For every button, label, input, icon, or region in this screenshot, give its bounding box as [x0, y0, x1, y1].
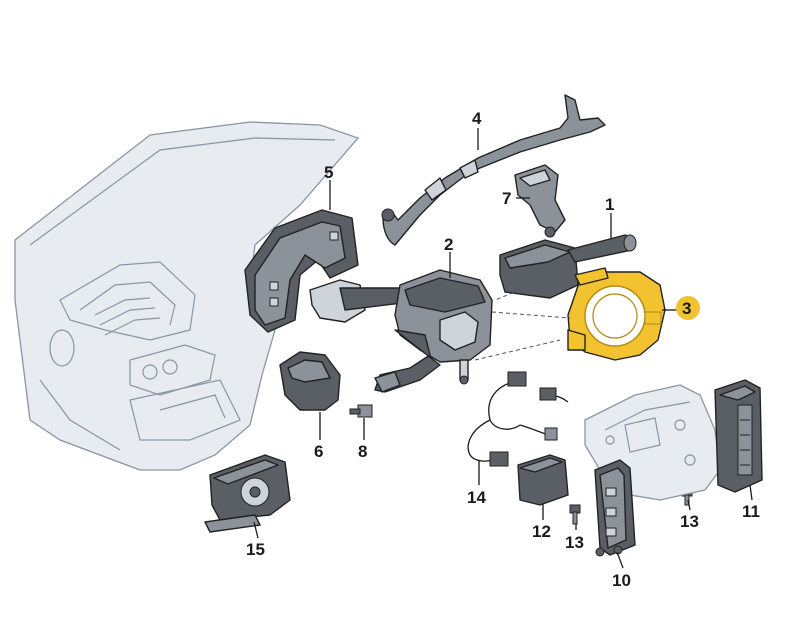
part-10-switch-module — [594, 459, 636, 557]
label-part-6: 6 — [314, 442, 323, 461]
label-part-12: 12 — [532, 522, 551, 541]
label-part-13a: 13 — [565, 533, 584, 552]
part-14-wiring-harness — [467, 371, 569, 467]
label-part-14: 14 — [467, 488, 486, 507]
label-part-11: 11 — [742, 502, 760, 521]
label-part-4: 4 — [472, 109, 482, 128]
dashboard-panel — [14, 121, 360, 471]
part-3-clock-spring — [567, 267, 666, 361]
part-12-control-unit — [517, 454, 569, 506]
part-labels: 1 2 3 4 5 6 7 8 10 11 12 13 13 14 15 — [246, 109, 760, 590]
part-7-column-cover — [514, 164, 566, 238]
part-15-light-switch — [204, 454, 291, 533]
part-13a-screw — [569, 504, 581, 525]
label-part-3: 3 — [682, 299, 691, 318]
label-part-13b: 13 — [680, 512, 699, 531]
part-4-wiring-bracket — [381, 94, 606, 246]
part-8-bolt — [349, 404, 373, 418]
part-3-marker — [676, 296, 700, 320]
part-6-trim-cover — [279, 351, 341, 411]
label-part-7: 7 — [502, 189, 511, 208]
label-part-15: 15 — [246, 540, 265, 559]
part-1-stalk-switch — [499, 234, 637, 299]
assembly-guide-lines — [474, 289, 571, 361]
part-5-switch-housing — [244, 209, 359, 333]
label-part-10: 10 — [612, 571, 631, 590]
label-part-2: 2 — [444, 235, 453, 254]
part-11-side-module — [714, 379, 763, 493]
label-part-1: 1 — [605, 195, 614, 214]
label-part-5: 5 — [324, 163, 333, 182]
label-part-8: 8 — [358, 442, 367, 461]
part-2-column-switch — [309, 269, 493, 393]
leader-lines — [253, 128, 753, 569]
